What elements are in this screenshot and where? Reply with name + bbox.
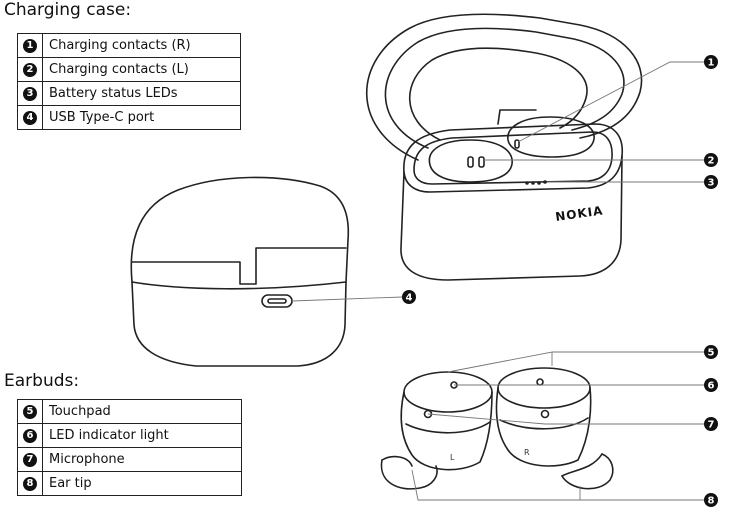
callout-markers: 1 2 3 4 5 6 7 8 — [402, 55, 718, 507]
svg-text:7: 7 — [708, 420, 715, 431]
legend-label: Charging contacts (R) — [42, 33, 241, 58]
svg-text:8: 8 — [708, 496, 715, 507]
svg-text:3: 3 — [708, 178, 715, 189]
callout-badge: 1 — [23, 38, 37, 53]
callout-badge: 8 — [23, 476, 37, 491]
callout-badge: 3 — [23, 86, 37, 101]
callout-8: 8 — [704, 493, 718, 507]
legend-row: 8 Ear tip — [17, 471, 242, 496]
open-charging-case — [366, 13, 643, 281]
callout-1: 1 — [704, 55, 718, 69]
legend-label: Microphone — [42, 447, 242, 472]
svg-text:4: 4 — [406, 293, 413, 304]
legend-label: USB Type-C port — [42, 105, 241, 130]
legend-row: 1 Charging contacts (R) — [17, 33, 241, 58]
legend-row: 4 USB Type-C port — [17, 105, 241, 130]
callout-4: 4 — [402, 290, 416, 304]
callout-badge: 5 — [23, 404, 37, 419]
callout-badge: 2 — [23, 62, 37, 77]
brand-logo-text: NOKIA — [554, 203, 604, 224]
leader-lines — [291, 61, 705, 501]
closed-charging-case — [130, 176, 350, 367]
earbuds-title: Earbuds: — [4, 371, 80, 391]
charging-case-title: Charging case: — [4, 0, 132, 20]
legend-label: Ear tip — [42, 471, 242, 496]
left-bud-mark: L — [450, 453, 455, 462]
battery-status-leds — [525, 180, 547, 185]
legend-label: Charging contacts (L) — [42, 57, 241, 82]
svg-text:6: 6 — [708, 381, 715, 392]
callout-7: 7 — [704, 417, 718, 431]
callout-6: 6 — [704, 378, 718, 392]
callout-2: 2 — [704, 153, 718, 167]
charging-case-legend: 1 Charging contacts (R) 2 Charging conta… — [17, 33, 241, 130]
callout-5: 5 — [704, 345, 718, 359]
svg-text:1: 1 — [708, 58, 715, 69]
callout-badge: 6 — [23, 428, 37, 443]
callout-badge: 7 — [23, 452, 37, 467]
left-earbud — [380, 371, 493, 490]
callout-3: 3 — [704, 175, 718, 189]
legend-row: 7 Microphone — [17, 447, 242, 472]
earbuds-legend: 5 Touchpad 6 LED indicator light 7 Micro… — [17, 399, 242, 496]
legend-row: 2 Charging contacts (L) — [17, 57, 241, 82]
svg-text:5: 5 — [708, 348, 715, 359]
right-bud-mark: R — [524, 448, 530, 457]
callout-badge: 4 — [23, 110, 37, 125]
right-earbud — [495, 367, 614, 490]
svg-text:2: 2 — [708, 156, 715, 167]
